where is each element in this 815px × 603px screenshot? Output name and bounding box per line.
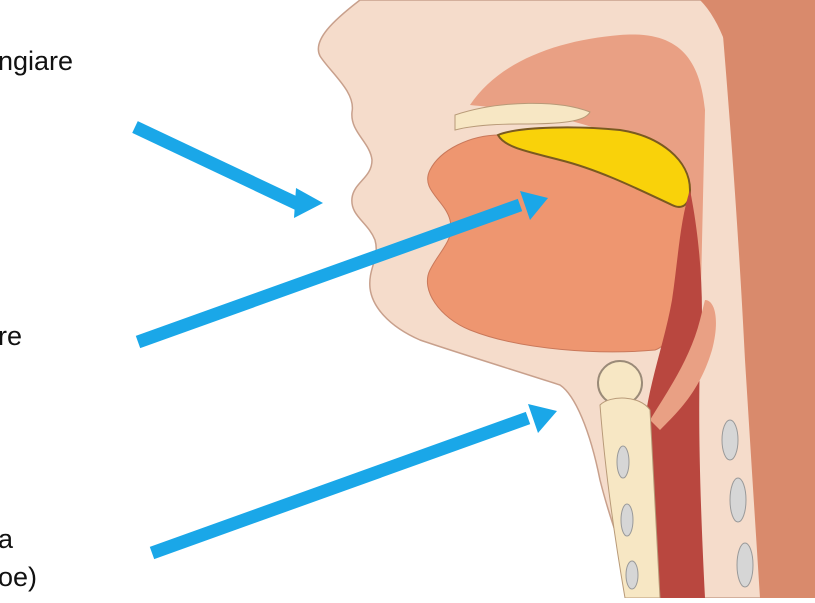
vertebra bbox=[722, 420, 738, 460]
label-tongue: re bbox=[0, 319, 22, 353]
label-mouth: ngiare bbox=[0, 44, 73, 78]
arrow-to-mouth bbox=[135, 127, 323, 218]
arrow-to-larynx bbox=[152, 404, 557, 553]
vertebra bbox=[737, 543, 753, 587]
trachea-ring bbox=[621, 504, 633, 536]
trachea-ring bbox=[626, 561, 638, 589]
vertebra bbox=[730, 478, 746, 522]
label-larynx-line2: oe) bbox=[0, 560, 37, 594]
trachea-ring bbox=[617, 446, 629, 478]
label-larynx-line1: a bbox=[0, 522, 13, 556]
